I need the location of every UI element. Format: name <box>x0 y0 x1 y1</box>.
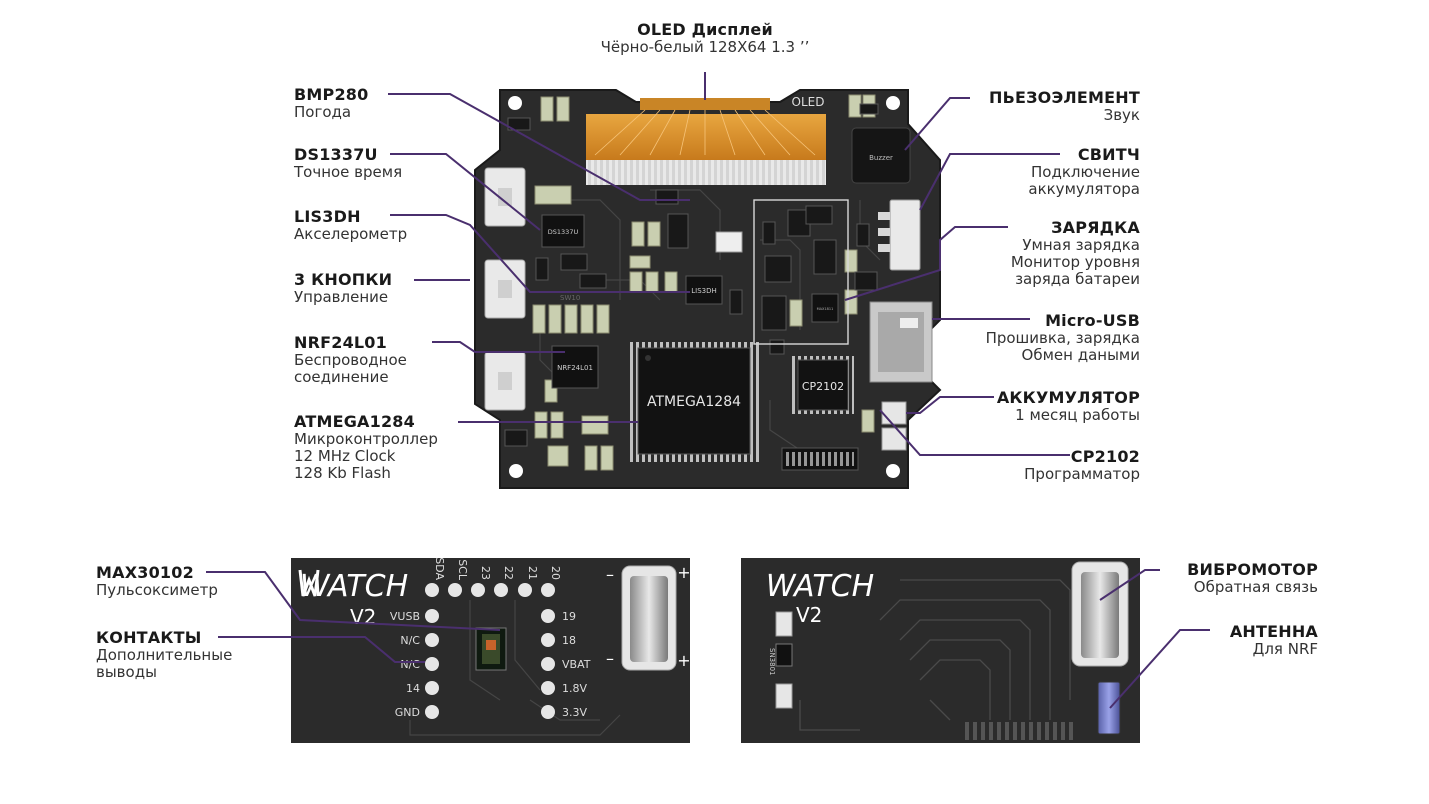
label-cp2102-title: CP2102 <box>1070 447 1140 466</box>
label-buttons-title: 3 КНОПКИ <box>294 270 393 289</box>
atmega-chip-silk: ATMEGA1284 <box>647 394 741 410</box>
label-ds1337u: DS1337U Точное время <box>294 145 402 181</box>
pin-right-1: 18 <box>562 634 576 647</box>
label-cp2102: CP2102 Программатор <box>1024 447 1140 483</box>
label-buttons: 3 КНОПКИ Управление <box>294 270 392 306</box>
pin-top-5: 20 <box>549 566 562 580</box>
label-switch-sub: Подключение аккумулятора <box>1028 163 1140 198</box>
label-max30102: MAX30102 Пульсоксиметр <box>96 563 218 599</box>
label-charge: ЗАРЯДКА Умная зарядка Монитор уровня зар… <box>1011 218 1140 288</box>
cp2102-chip-silk: CP2102 <box>802 380 844 393</box>
lis3dh-chip-silk: LIS3DH <box>691 287 717 295</box>
label-vibro-sub: Обратная связь <box>1193 578 1318 596</box>
label-vibro-title: ВИБРОМОТОР <box>1187 560 1318 579</box>
label-antenna-sub: Для NRF <box>1252 640 1318 658</box>
label-ds1337u-title: DS1337U <box>294 145 378 164</box>
charge-chip-silk: MAX1811 <box>817 307 834 311</box>
oled-silk: OLED <box>792 95 825 109</box>
nrf-chip-silk: NRF24L01 <box>557 364 593 372</box>
front-right-pins: 19 18 VBAT 1.8V 3.3V <box>541 609 591 719</box>
label-oled: OLED Дисплей Чёрно-белый 128X64 1.3 ’’ <box>555 20 855 56</box>
label-buttons-sub: Управление <box>294 288 389 306</box>
pin-left-2: N/C <box>400 658 420 671</box>
back-version: V2 <box>796 603 822 627</box>
front-version: V2 <box>350 605 376 629</box>
label-antenna-title: АНТЕННА <box>1229 622 1318 641</box>
front-top-pins: SDA SCL 23 22 21 20 <box>425 557 562 597</box>
label-lis3dh-title: LIS3DH <box>294 207 361 226</box>
label-battery: АККУМУЛЯТОР 1 месяц работы <box>997 388 1140 424</box>
label-antenna: АНТЕННА Для NRF <box>1230 622 1318 658</box>
label-oled-title: OLED Дисплей <box>637 20 773 39</box>
label-charge-sub: Умная зарядка Монитор уровня заряда бата… <box>1010 236 1140 288</box>
front-plus-top: + <box>677 563 690 582</box>
label-contacts-sub: Дополнительные выводы <box>96 646 233 681</box>
label-contacts: КОНТАКТЫ Дополнительные выводы <box>96 628 232 681</box>
label-switch-title: СВИТЧ <box>1077 145 1140 164</box>
front-minus-bottom: – <box>606 649 614 668</box>
label-piezo-sub: Звук <box>1103 106 1140 124</box>
label-nrf-title: NRF24L01 <box>294 333 387 352</box>
button-silk: SW10 <box>560 294 580 302</box>
label-nrf: NRF24L01 Беспроводное соединение <box>294 333 407 386</box>
back-logo: WATCH <box>766 569 874 604</box>
pin-top-2: 23 <box>479 566 492 580</box>
pin-top-1: SCL <box>456 559 469 581</box>
label-usb: Micro-USB Прошивка, зарядка Обмен даными <box>986 311 1140 364</box>
front-logo: WATCH <box>300 569 408 604</box>
label-usb-sub: Прошивка, зарядка Обмен даными <box>985 329 1140 364</box>
back-silk: SN3801 <box>768 648 776 676</box>
label-max30102-sub: Пульсоксиметр <box>96 581 218 599</box>
label-atmega-sub: Микроконтроллер 12 MHz Clock 128 Kb Flas… <box>294 430 438 482</box>
atmega-chip: ATMEGA1284 <box>628 342 760 462</box>
label-battery-title: АККУМУЛЯТОР <box>996 388 1140 407</box>
pin-top-3: 22 <box>502 566 515 580</box>
label-oled-sub: Чёрно-белый 128X64 1.3 ’’ <box>600 38 810 56</box>
label-max30102-title: MAX30102 <box>96 563 194 582</box>
label-battery-sub: 1 месяц работы <box>1015 406 1140 424</box>
label-vibro: ВИБРОМОТОР Обратная связь <box>1187 560 1318 596</box>
front-pcb: WATCH V2 SDA SCL 23 22 21 20 VUSB N/C N/… <box>291 557 691 743</box>
pin-left-3: 14 <box>406 682 420 695</box>
label-lis3dh-sub: Акселерометр <box>294 225 408 243</box>
label-ds1337u-sub: Точное время <box>294 163 403 181</box>
label-contacts-title: КОНТАКТЫ <box>96 628 202 647</box>
label-lis3dh: LIS3DH Акселерометр <box>294 207 407 243</box>
front-plus-bottom: + <box>677 651 690 670</box>
label-atmega: ATMEGA1284 Микроконтроллер 12 MHz Clock … <box>294 412 438 482</box>
label-switch: СВИТЧ Подключение аккумулятора <box>1028 145 1140 198</box>
front-minus-top: – <box>606 565 614 584</box>
pin-right-3: 1.8V <box>562 682 587 695</box>
label-bmp280-title: BMP280 <box>294 85 369 104</box>
leader-lines <box>206 72 1210 709</box>
pin-top-0: SDA <box>433 557 446 580</box>
pin-left-0: VUSB <box>390 610 420 623</box>
buzzer-silk: Buzzer <box>869 154 893 162</box>
label-atmega-title: ATMEGA1284 <box>294 412 415 431</box>
label-bmp280-sub: Погода <box>294 103 352 121</box>
pin-top-4: 21 <box>526 566 539 580</box>
label-cp2102-sub: Программатор <box>1024 465 1140 483</box>
label-nrf-sub: Беспроводное соединение <box>294 351 407 386</box>
pin-right-4: 3.3V <box>562 706 587 719</box>
front-left-pins: VUSB N/C N/C 14 GND <box>390 609 439 719</box>
pin-left-1: N/C <box>400 634 420 647</box>
label-charge-title: ЗАРЯДКА <box>1051 218 1140 237</box>
main-pcb: OLED Buzzer SW10 <box>474 89 942 489</box>
label-piezo-title: ПЬЕЗОЭЛЕМЕНТ <box>988 88 1140 107</box>
ds1337u-chip-silk: DS1337U <box>548 228 579 236</box>
pin-left-4: GND <box>395 706 420 719</box>
pin-right-0: 19 <box>562 610 576 623</box>
pin-right-2: VBAT <box>562 658 591 671</box>
label-piezo: ПЬЕЗОЭЛЕМЕНТ Звук <box>989 88 1140 124</box>
label-usb-title: Micro-USB <box>1045 311 1140 330</box>
label-bmp280: BMP280 Погода <box>294 85 368 121</box>
back-pcb: WATCH V2 SN3801 <box>741 558 1140 743</box>
